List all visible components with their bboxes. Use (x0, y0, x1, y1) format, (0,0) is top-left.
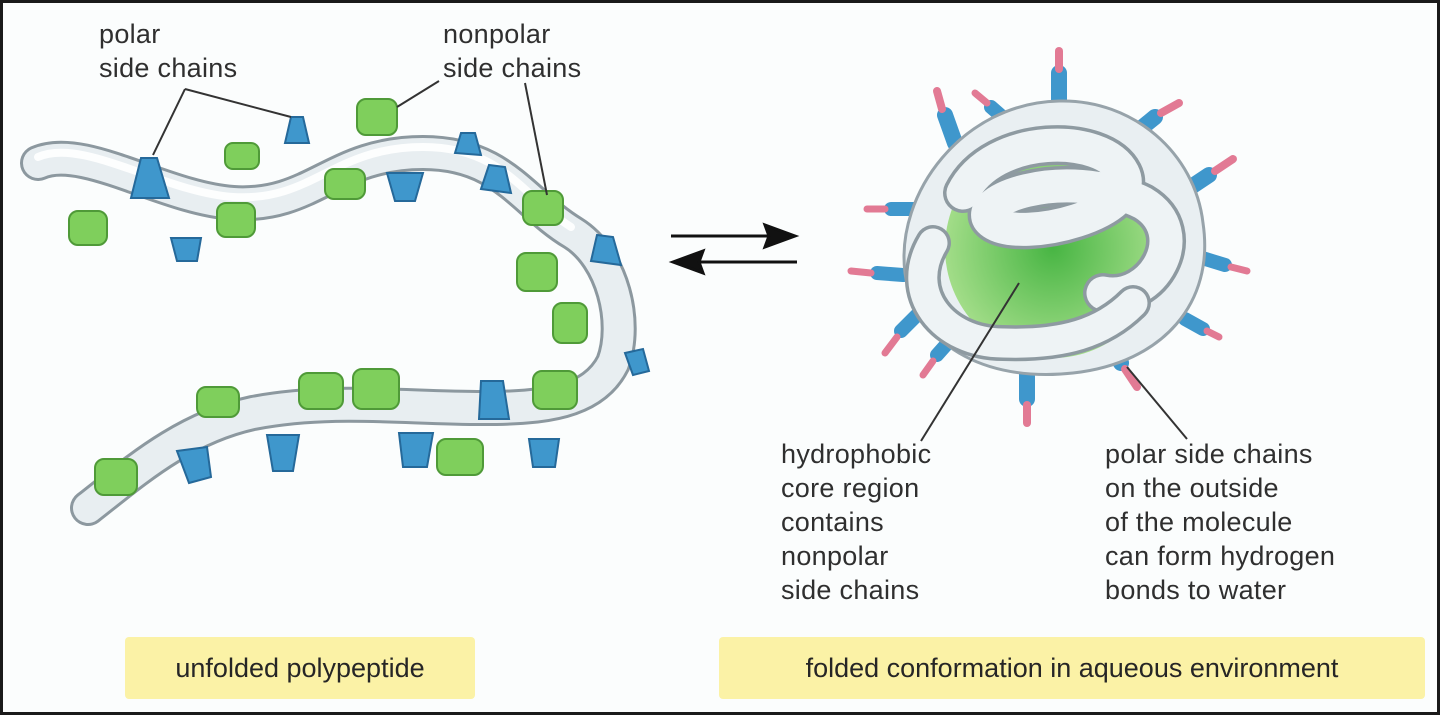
polar-side-chain (283, 116, 311, 144)
folded-protein (847, 47, 1251, 442)
nonpolar-side-chain (224, 142, 260, 170)
nonpolar-side-chain (94, 458, 138, 496)
label-hydrophobic-core: hydrophobic core region contains nonpola… (781, 439, 932, 605)
label-nonpolar-side-chains: nonpolar side chains (443, 19, 582, 83)
polar-side-chain (265, 434, 301, 472)
nonpolar-side-chain (68, 210, 108, 246)
leader-line (152, 88, 186, 156)
caption-unfolded-polypeptide: unfolded polypeptide (125, 637, 475, 699)
nonpolar-side-chain (216, 202, 256, 238)
leader-line (396, 80, 440, 108)
nonpolar-side-chain (324, 168, 366, 200)
polar-spike (933, 87, 963, 151)
nonpolar-side-chain (352, 368, 400, 410)
polar-spike (1178, 312, 1223, 341)
nonpolar-side-chain (532, 370, 578, 410)
polar-side-chain (479, 163, 513, 195)
nonpolar-side-chain (516, 252, 558, 292)
nonpolar-side-chain (356, 98, 398, 136)
polar-spike (881, 308, 924, 357)
folded-ribbon (908, 228, 1148, 358)
leader-line (184, 88, 292, 118)
caption-folded-conformation: folded conformation in aqueous environme… (719, 637, 1425, 699)
polar-side-chain (169, 237, 203, 262)
forward-arrow-head (762, 222, 800, 250)
leader-line (1126, 366, 1188, 440)
reverse-arrow-head (668, 248, 706, 276)
polar-side-chain (589, 233, 623, 267)
polar-side-chain (527, 438, 561, 468)
equilibrium-arrows (668, 222, 800, 276)
nonpolar-side-chain (298, 372, 344, 410)
polar-side-chain (623, 347, 651, 377)
polar-side-chain (397, 432, 435, 468)
nonpolar-side-chain (436, 438, 484, 476)
protein-folding-illustration (20, 47, 1251, 526)
unfolded-polypeptide (20, 80, 651, 526)
leader-line (920, 282, 1020, 442)
polar-spike (1192, 250, 1251, 275)
polar-side-chain (477, 380, 511, 420)
label-polar-outside: polar side chains on the outside of the … (1105, 439, 1336, 605)
nonpolar-side-chain (552, 302, 588, 344)
leader-line (524, 82, 548, 196)
polar-side-chain (453, 132, 483, 157)
polar-side-chain (129, 157, 171, 199)
nonpolar-side-chain (522, 190, 564, 226)
polar-side-chain (385, 172, 425, 202)
label-polar-side-chains: polar side chains (99, 19, 238, 83)
polar-side-chain (175, 445, 213, 485)
polar-spike (847, 266, 910, 282)
folded-ribbon (946, 128, 1183, 311)
nonpolar-side-chain (196, 386, 240, 418)
